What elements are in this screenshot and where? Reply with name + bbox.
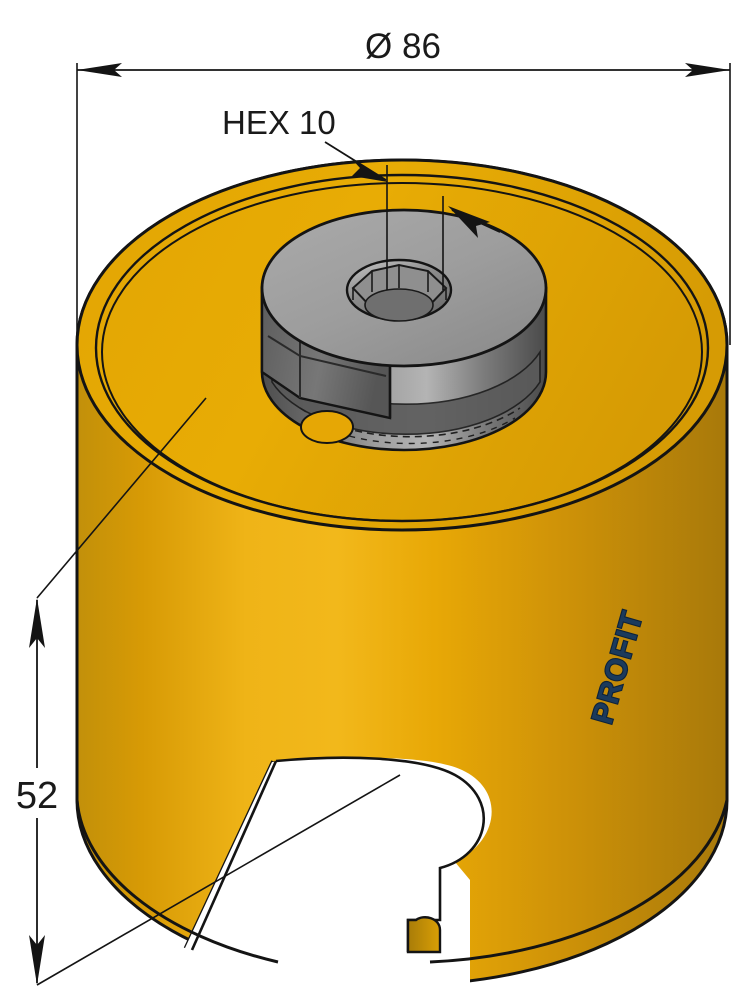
dim-arrow-down <box>29 935 45 985</box>
saw-bottom-edges <box>75 799 729 964</box>
slot-lower-clip <box>150 960 196 1000</box>
dim-arrow-left <box>77 63 122 77</box>
slot-left-edge <box>190 760 278 951</box>
length-dimension-label: 52 <box>16 775 58 817</box>
dim-arrow-up <box>29 598 45 648</box>
diameter-dimension-label: Ø 86 <box>365 27 441 66</box>
length-extension-top <box>36 397 207 599</box>
arbor-pin <box>300 410 354 444</box>
dim-arrow-right <box>685 63 730 77</box>
saw-cap-inner-ring-2 <box>101 182 703 522</box>
hole-saw-part: PROFIT <box>75 158 729 1000</box>
hex-leader-arrow-right <box>448 206 490 238</box>
length-dimension: 52 <box>16 397 401 986</box>
length-extension-bottom <box>36 774 401 986</box>
slot-right-edge <box>275 756 485 952</box>
hex-annotation: HEX 10 <box>222 104 501 290</box>
slot-void <box>150 757 492 1000</box>
hex-arbor <box>260 208 548 452</box>
diameter-dimension: Ø 86 <box>76 27 731 348</box>
saw-bottom-cutout <box>150 756 492 1000</box>
bottom-arc-right <box>429 799 729 964</box>
saw-body <box>75 158 729 987</box>
hex-socket-edges <box>352 265 447 300</box>
hex-annotation-label: HEX 10 <box>222 104 336 141</box>
hex-leader-arrow-left <box>350 157 388 182</box>
bottom-arc-left <box>75 799 279 964</box>
slot-retaining-tab <box>406 916 442 954</box>
hex-bore-floor <box>364 288 434 322</box>
